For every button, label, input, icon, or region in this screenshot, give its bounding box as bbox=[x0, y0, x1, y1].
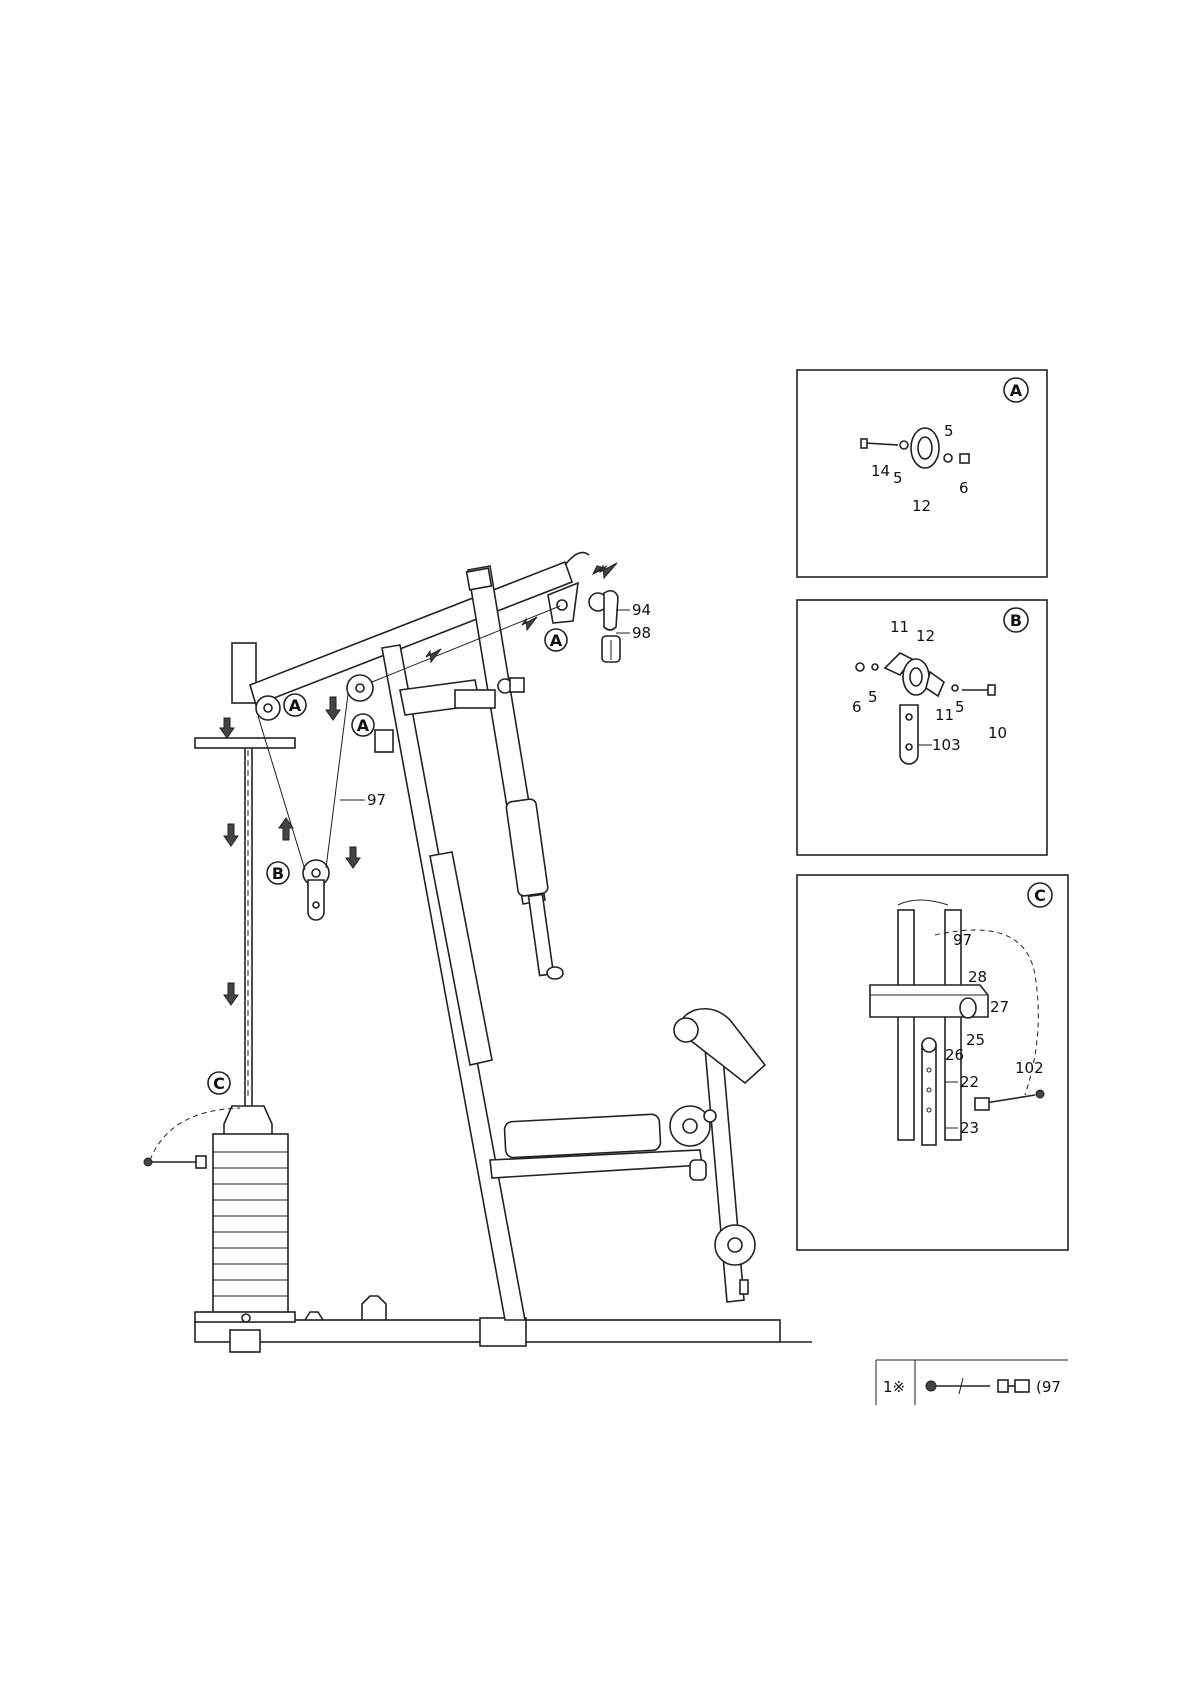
base-foot-left bbox=[230, 1330, 260, 1352]
detail-c-part-27: 27 bbox=[990, 998, 1009, 1016]
detail-a-part-5b: 5 bbox=[944, 422, 954, 440]
detail-b-part-11a: 11 bbox=[890, 618, 909, 636]
legend-qty: 1※ bbox=[883, 1378, 905, 1396]
detail-b-part-12: 12 bbox=[916, 627, 935, 645]
top-plate bbox=[195, 738, 295, 748]
seat-pad bbox=[504, 1114, 661, 1158]
part-98-label: 98 bbox=[632, 624, 651, 642]
detail-c-part-97: 97 bbox=[953, 931, 972, 949]
callout-a-mid-label: A bbox=[357, 716, 370, 735]
cable-legend: 1※ (97 bbox=[876, 1360, 1068, 1405]
detail-a-part-14: 14 bbox=[871, 462, 890, 480]
weight-stack bbox=[144, 1106, 295, 1322]
detail-c-part-22: 22 bbox=[960, 1073, 979, 1091]
detail-b-part-5a: 5 bbox=[868, 688, 878, 706]
detail-b-title: B bbox=[1010, 611, 1022, 630]
detail-c-part-102: 102 bbox=[1015, 1059, 1044, 1077]
detail-b-part-11b: 11 bbox=[935, 706, 954, 724]
detail-b-part-10: 10 bbox=[988, 724, 1007, 742]
detail-c-part-23: 23 bbox=[960, 1119, 979, 1137]
callout-c-label: C bbox=[213, 1074, 225, 1093]
detail-a-panel: A 14 5 12 5 6 bbox=[797, 370, 1047, 577]
callout-a-left-label: A bbox=[289, 696, 302, 715]
detail-a-part-6: 6 bbox=[959, 479, 969, 497]
detail-c-part-28: 28 bbox=[968, 968, 987, 986]
press-arm-pad bbox=[506, 798, 549, 896]
detail-b-panel: B 11 12 6 5 11 5 10 103 bbox=[797, 600, 1047, 855]
base-foot-mid bbox=[480, 1318, 526, 1346]
detail-b-part-6: 6 bbox=[852, 698, 862, 716]
callout-b-label: B bbox=[272, 864, 284, 883]
detail-b-part-103: 103 bbox=[932, 736, 961, 754]
detail-c-part-26: 26 bbox=[945, 1046, 964, 1064]
detail-b-part-5b: 5 bbox=[955, 698, 965, 716]
detail-a-title: A bbox=[1010, 381, 1023, 400]
part-97-label: 97 bbox=[367, 791, 386, 809]
detail-c-panel: C 97 28 27 26 25 102 22 23 bbox=[797, 875, 1068, 1250]
detail-c-title: C bbox=[1034, 886, 1046, 905]
legend-ref: (97 bbox=[1036, 1378, 1061, 1396]
callout-a-right-label: A bbox=[550, 631, 563, 650]
part-94-label: 94 bbox=[632, 601, 651, 619]
detail-c-part-25: 25 bbox=[966, 1031, 985, 1049]
detail-a-part-12: 12 bbox=[912, 497, 931, 515]
detail-a-part-5a: 5 bbox=[893, 469, 903, 487]
